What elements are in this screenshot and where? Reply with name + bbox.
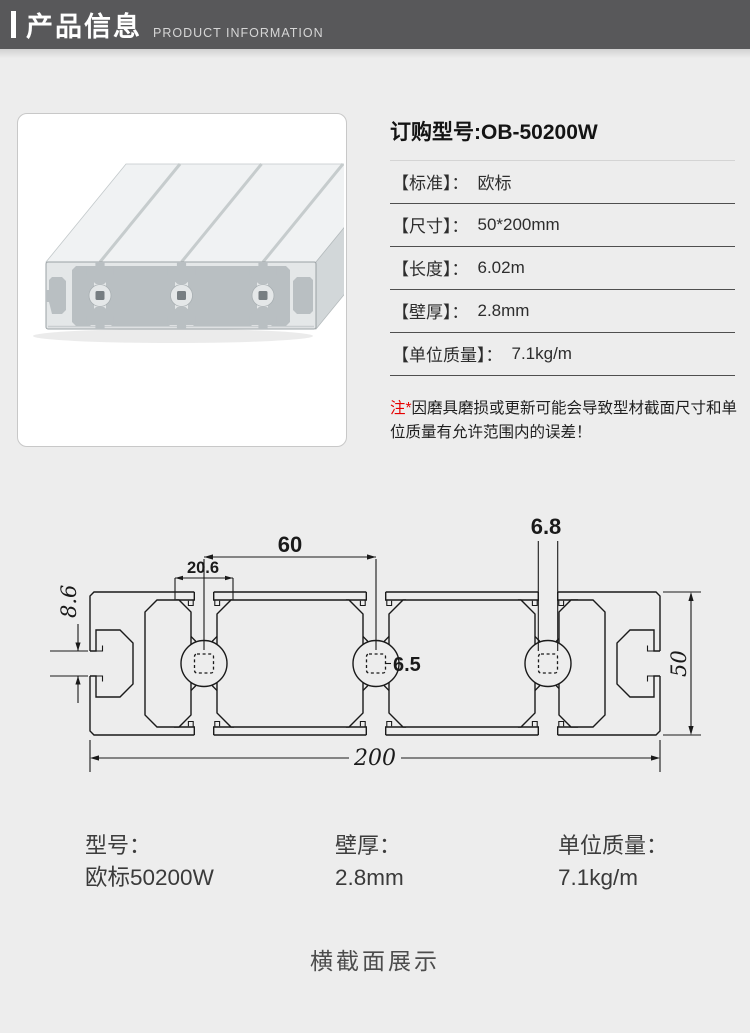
cross-section-drawing: 60 20.6 6.8 8.6 6.5 50 200 xyxy=(50,514,701,772)
spec-label: 【长度】： xyxy=(392,260,469,279)
dim-8-6-label: 8.6 xyxy=(57,585,81,618)
spec-label: 【标准】： xyxy=(392,174,469,193)
spec-value: 50*200mm xyxy=(477,214,560,234)
profile-cavities xyxy=(46,262,313,329)
profile-outline xyxy=(89,591,661,736)
footer-unit-mass-label: 单位质量： xyxy=(558,833,669,858)
dim-60-label: 60 xyxy=(278,532,302,557)
spec-row-wall-thickness: 【壁厚】： 2.8mm xyxy=(390,290,735,333)
footer-unit-mass-value: 7.1kg/m xyxy=(558,864,639,890)
dim-20-6-label: 20.6 xyxy=(187,559,219,577)
note-prefix: 注* xyxy=(390,400,412,417)
page-header: 产品信息 PRODUCT INFORMATION xyxy=(0,0,750,49)
note-text: 因磨具磨损或更新可能会导致型材截面尺寸和单位质量有允许范围内的误差！ xyxy=(390,400,738,442)
slot-lips xyxy=(96,600,654,727)
spec-row-length: 【长度】： 6.02m xyxy=(390,247,735,290)
divider xyxy=(390,160,735,161)
spec-label: 【单位质量】： xyxy=(392,346,503,365)
spec-row-unit-mass: 【单位质量】： 7.1kg/m xyxy=(390,333,735,376)
dim-6-8-label: 6.8 xyxy=(531,514,562,539)
page-subtitle: PRODUCT INFORMATION xyxy=(153,26,324,40)
dimension-labels: 60 20.6 6.8 8.6 6.5 50 200 xyxy=(57,514,691,771)
dimension-lines xyxy=(50,541,701,772)
dim-6-5-label: 6.5 xyxy=(393,654,421,676)
product-3d-image xyxy=(33,163,346,343)
spec-list: 订购型号:OB-50200W 【标准】： 欧标 【尺寸】： 50*200mm 【… xyxy=(390,116,735,376)
footer-model: 型号： 欧标50200W xyxy=(85,830,214,895)
spec-value: 7.1kg/m xyxy=(511,343,572,363)
footer-unit-mass: 单位质量： 7.1kg/m xyxy=(558,830,668,895)
footer-wall-thickness-label: 壁厚： xyxy=(335,833,402,858)
dimension-arrows xyxy=(75,554,694,761)
spec-value: 欧标 xyxy=(477,174,512,193)
footer-model-label: 型号： xyxy=(85,833,152,858)
header-accent-bar xyxy=(11,11,16,38)
spec-value: 6.02m xyxy=(477,257,525,277)
spec-row-size: 【尺寸】： 50*200mm xyxy=(390,204,735,247)
dim-50-label: 50 xyxy=(667,650,691,677)
order-model-title: 订购型号:OB-50200W xyxy=(390,121,598,144)
spec-value: 2.8mm xyxy=(477,300,530,320)
dim-200-label: 200 xyxy=(353,746,396,771)
center-bosses xyxy=(180,639,572,688)
spec-label: 【壁厚】： xyxy=(392,303,469,322)
spec-label: 【尺寸】： xyxy=(392,217,469,236)
profile-bosses xyxy=(88,284,275,307)
page-title: 产品信息 xyxy=(26,12,142,42)
spec-row-standard: 【标准】： 欧标 xyxy=(390,161,735,204)
footer-model-value: 欧标50200W xyxy=(85,864,214,890)
header-shadow xyxy=(0,49,750,58)
footer-wall-thickness-value: 2.8mm xyxy=(335,864,404,890)
product-image-card xyxy=(17,113,347,447)
hollow-chambers xyxy=(144,599,606,728)
cross-section-caption: 横截面展示 xyxy=(310,948,440,974)
footer-wall-thickness: 壁厚： 2.8mm xyxy=(335,830,404,895)
tolerance-note: 注*因磨具磨损或更新可能会导致型材截面尺寸和单位质量有允许范围内的误差！ xyxy=(390,397,740,445)
